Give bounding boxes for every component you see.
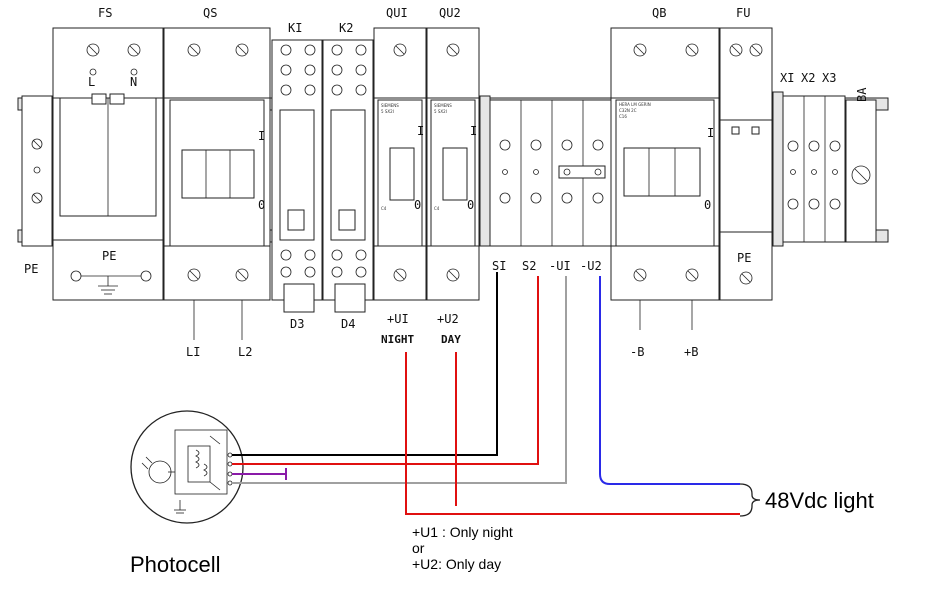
k2-relay bbox=[322, 39, 374, 313]
wire-s2-red bbox=[232, 276, 539, 465]
qb-rating: C16 bbox=[619, 114, 627, 119]
terminal-minus-u2: -U2 bbox=[580, 259, 602, 273]
fs-pe-label: PE bbox=[102, 249, 116, 263]
fu-label: FU bbox=[736, 6, 750, 20]
output-l2: L2 bbox=[238, 345, 252, 359]
fs-terminal-l: L bbox=[88, 75, 95, 89]
fs-terminal-n: N bbox=[130, 75, 137, 89]
qs-on-mark: I bbox=[258, 129, 265, 143]
note-line-3: +U2: Only day bbox=[412, 556, 501, 572]
output-d4: D4 bbox=[341, 317, 355, 331]
photocell-label: Photocell bbox=[130, 552, 221, 577]
qb-model: C32N 2C bbox=[619, 108, 637, 113]
qu2-off-mark: 0 bbox=[467, 198, 474, 212]
output-plus-b: +B bbox=[684, 345, 698, 359]
qu2-model: 5 SX2I bbox=[434, 109, 447, 114]
k1-relay bbox=[271, 39, 323, 313]
output-l1: LI bbox=[186, 345, 200, 359]
note-line-2: or bbox=[412, 540, 425, 556]
k1-label: KI bbox=[288, 21, 302, 35]
output-night: NIGHT bbox=[381, 333, 414, 346]
qs-label: QS bbox=[203, 6, 217, 20]
wires bbox=[232, 272, 740, 515]
qb-label: QB bbox=[652, 6, 666, 20]
k2-label: K2 bbox=[339, 21, 353, 35]
wire-minus-u2-blue bbox=[599, 276, 740, 485]
x3-label: X3 bbox=[822, 71, 836, 85]
qu2-breaker bbox=[426, 27, 480, 301]
qb-breaker bbox=[610, 27, 720, 330]
x-terminal-block bbox=[772, 91, 846, 247]
terminal-s2: S2 bbox=[522, 259, 536, 273]
x2-label: X2 bbox=[801, 71, 815, 85]
output-plus-u1: +UI bbox=[387, 312, 409, 326]
qu1-label: QUI bbox=[386, 6, 408, 20]
wire-s1-black bbox=[232, 272, 498, 456]
terminal-s1: SI bbox=[492, 259, 506, 273]
ba-end-block bbox=[845, 99, 877, 243]
qu2-rating: C4 bbox=[434, 206, 440, 211]
output-plus-u2: +U2 bbox=[437, 312, 459, 326]
qs-module bbox=[163, 27, 271, 340]
qu1-rating: C4 bbox=[381, 206, 387, 211]
output-minus-b: -B bbox=[630, 345, 644, 359]
terminal-minus-u1: -UI bbox=[549, 259, 571, 273]
qu1-model: 5 SX2I bbox=[381, 109, 394, 114]
signal-terminal-block bbox=[479, 95, 615, 247]
wire-bridge-purple bbox=[232, 468, 287, 480]
load-brace bbox=[739, 483, 761, 517]
fs-module bbox=[52, 27, 164, 301]
wire-plus-u1-red bbox=[405, 352, 740, 515]
photocell-symbol bbox=[130, 410, 244, 524]
qu2-label: QU2 bbox=[439, 6, 461, 20]
ba-label: BA bbox=[855, 87, 869, 102]
output-day: DAY bbox=[441, 333, 461, 346]
fu-pe-label: PE bbox=[737, 251, 751, 265]
x1-label: XI bbox=[780, 71, 794, 85]
pe-terminal-left bbox=[21, 95, 53, 247]
fu-fuse bbox=[719, 27, 773, 301]
qu2-brand: SIEMENS bbox=[434, 103, 452, 108]
qu1-off-mark: 0 bbox=[414, 198, 421, 212]
load-label: 48Vdc light bbox=[765, 488, 874, 513]
wire-minus-u1-gray bbox=[232, 276, 567, 484]
qu2-on-mark: I bbox=[470, 124, 477, 138]
note-line-1: +U1 : Only night bbox=[412, 524, 513, 540]
qb-off-mark: 0 bbox=[704, 198, 711, 212]
qu1-breaker bbox=[373, 27, 427, 301]
qu1-on-mark: I bbox=[417, 124, 424, 138]
qb-on-mark: I bbox=[707, 126, 714, 140]
fs-label: FS bbox=[98, 6, 112, 20]
qu1-brand: SIEMENS bbox=[381, 103, 399, 108]
pe-label-left: PE bbox=[24, 262, 38, 276]
output-d3: D3 bbox=[290, 317, 304, 331]
qs-off-mark: 0 bbox=[258, 198, 265, 212]
qb-brand: HERA LM GERIN bbox=[619, 102, 651, 107]
